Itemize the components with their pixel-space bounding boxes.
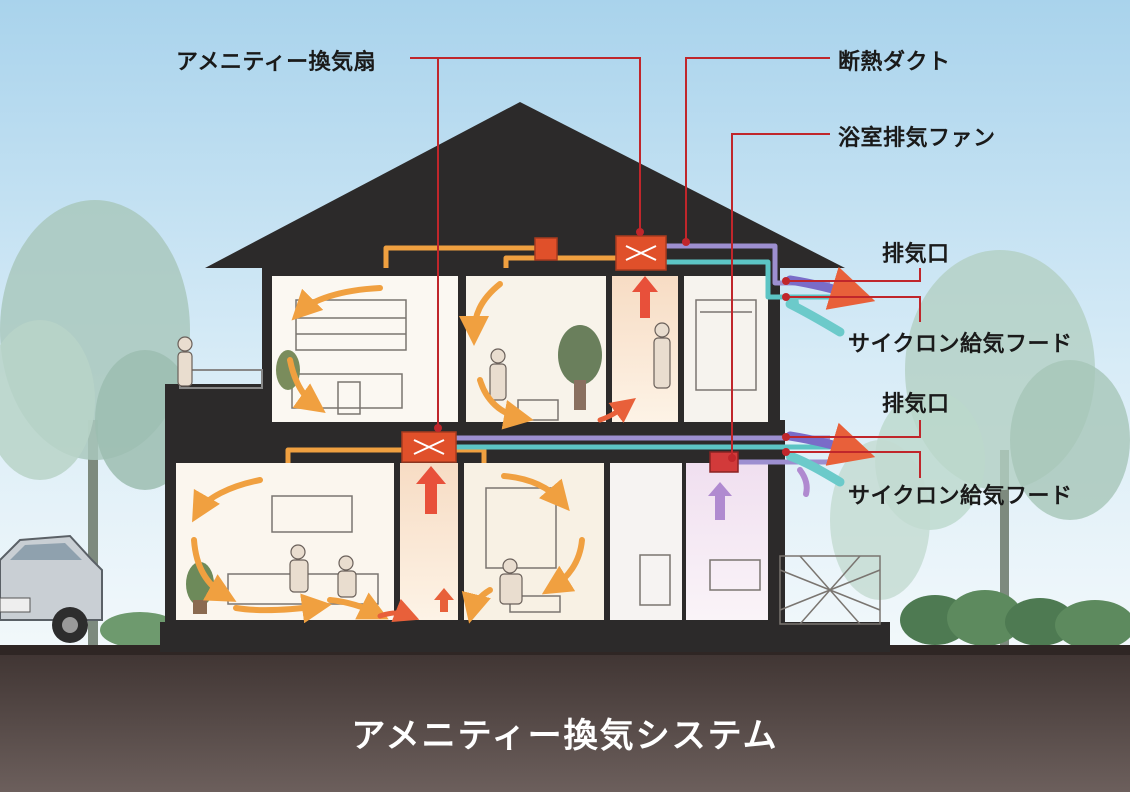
callout-cyclone-hood-lower: サイクロン給気フード — [848, 484, 1073, 509]
tree-icon — [830, 440, 930, 600]
ventilation-ducts — [285, 243, 830, 465]
furniture — [227, 299, 881, 625]
callout-exhaust-port-lower: 排気口 — [882, 392, 950, 417]
fan-unit-icon — [615, 235, 667, 271]
lower-room-washroom — [610, 463, 682, 620]
fan-unit-icon — [401, 431, 457, 463]
tree-icon — [0, 200, 195, 650]
bushes — [100, 590, 1130, 650]
callout-dots — [434, 228, 790, 462]
ground — [0, 652, 1130, 792]
lower-supply-duct-right — [454, 447, 487, 463]
rising-air-arrows — [416, 276, 732, 612]
callout-cyclone-hood-upper: サイクロン給気フード — [848, 332, 1073, 357]
callout-bath-exhaust-fan: 浴室排気ファン — [838, 126, 996, 151]
callout-insulated-duct: 断熱ダクト — [838, 50, 951, 75]
upper-supply-duct-right — [503, 255, 622, 268]
upper-room-study — [272, 276, 458, 422]
system-title: アメニティー換気システム — [351, 716, 779, 756]
person-icon — [177, 322, 671, 605]
upper-supply-box — [534, 237, 558, 261]
callout-lines — [410, 57, 921, 478]
callout-amenity-fan: アメニティー換気扇 — [176, 50, 377, 75]
upper-supply-duct-left — [383, 245, 540, 268]
lower-room-bath — [686, 463, 768, 620]
car-icon — [0, 534, 103, 643]
callout-exhaust-port-upper: 排気口 — [882, 242, 950, 267]
lower-supply-duct-left — [285, 447, 404, 463]
airflow-arrows — [191, 281, 637, 624]
